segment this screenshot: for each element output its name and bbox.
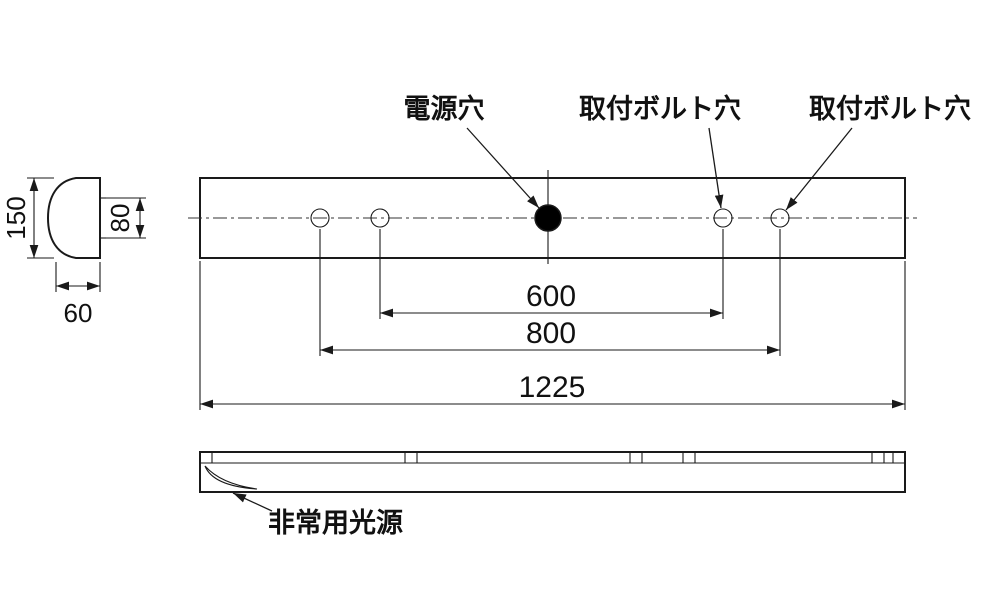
elevation-view: 非常用光源 bbox=[199, 451, 906, 538]
side-profile-outline bbox=[46, 177, 101, 259]
bolt-hole-left-leader bbox=[708, 127, 724, 209]
emergency-light-leader bbox=[232, 492, 273, 512]
dim-80-label: 80 bbox=[105, 204, 135, 233]
dim-800-label: 800 bbox=[526, 317, 576, 350]
emergency-light-shape bbox=[204, 465, 258, 490]
bolt-hole-left-label: 取付ボルト穴 bbox=[579, 94, 741, 124]
bolt-hole-circle-4 bbox=[770, 208, 790, 228]
bolt-hole-right-leader bbox=[785, 127, 853, 211]
bolt-hole-right-label: 取付ボルト穴 bbox=[809, 94, 971, 124]
bolt-hole-circle-2 bbox=[370, 208, 390, 228]
bolt-hole-circle-3 bbox=[713, 208, 733, 228]
bolt-hole-circle-1 bbox=[310, 208, 330, 228]
plan-dimensions: 600 800 1225 bbox=[199, 229, 906, 410]
power-hole-circle bbox=[534, 204, 562, 232]
power-hole-leader bbox=[466, 127, 540, 209]
dim-60-label: 60 bbox=[64, 298, 93, 328]
elevation-body-outline bbox=[199, 451, 906, 493]
plan-view: 電源穴 取付ボルト穴 取付ボルト穴 bbox=[188, 94, 971, 264]
power-hole-label: 電源穴 bbox=[404, 94, 485, 124]
side-view: 150 80 60 bbox=[1, 177, 146, 328]
dim-150-label: 150 bbox=[1, 196, 31, 239]
dim-600-label: 600 bbox=[526, 280, 576, 313]
dim-1225-label: 1225 bbox=[519, 371, 586, 404]
emergency-light-label: 非常用光源 bbox=[268, 508, 403, 538]
